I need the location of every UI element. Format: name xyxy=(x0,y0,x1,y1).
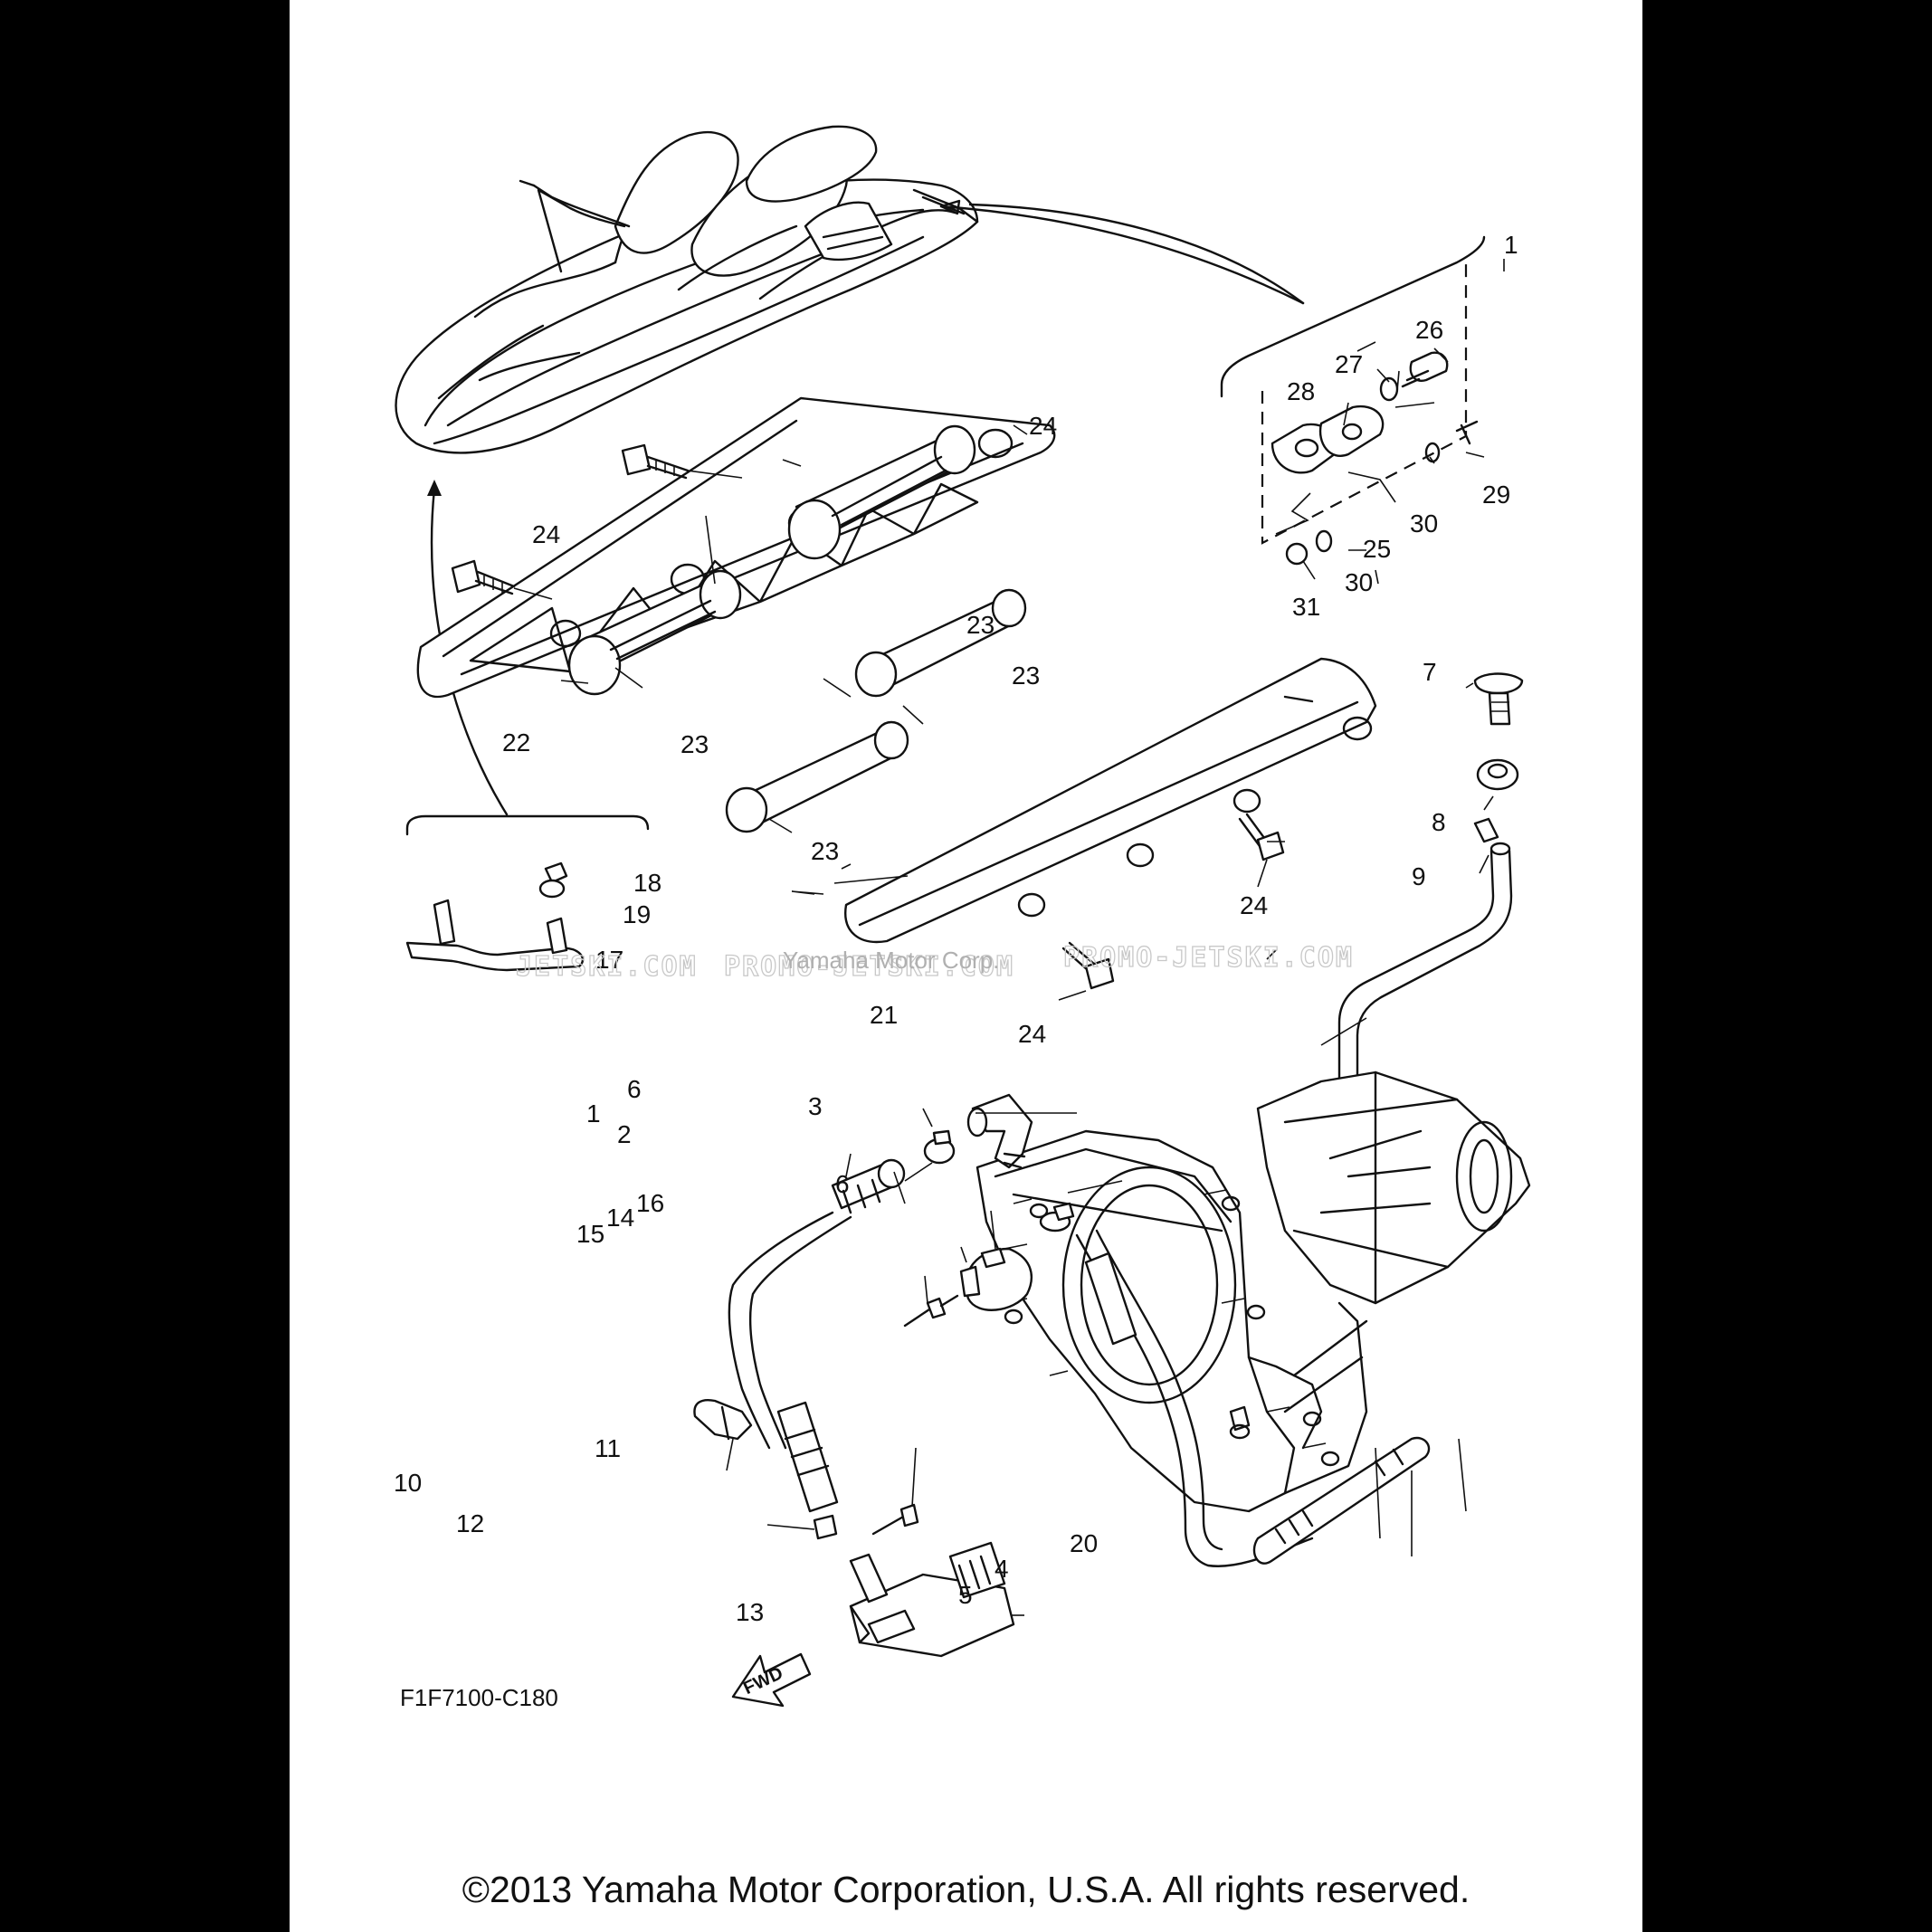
rivet-16 xyxy=(903,1294,959,1328)
drain-hose xyxy=(1337,849,1513,1101)
watermark-overlay: Yamaha Motor Corp. xyxy=(783,947,999,974)
callout-2: 2 xyxy=(617,1120,632,1148)
callout-31: 31 xyxy=(1292,593,1320,621)
engine-mount-23-b xyxy=(567,569,742,696)
callout-15: 14 xyxy=(606,1204,634,1232)
callout-27: 27 xyxy=(1335,350,1363,378)
callout-8: 8 xyxy=(1432,808,1446,836)
control-box-11 xyxy=(849,1541,1015,1658)
callout-23-c: 23 xyxy=(1012,661,1040,690)
sponson-21 xyxy=(844,657,1377,944)
hose-4-5 xyxy=(1252,1436,1431,1565)
callout-17: 16 xyxy=(636,1189,664,1217)
parts-diagram-sheet: FWD xyxy=(290,0,1642,1932)
callout-11: 13 xyxy=(736,1598,764,1626)
callout-24-d: 24 xyxy=(1018,1020,1046,1048)
engine-mount-23-a xyxy=(787,424,976,560)
callout-14: 20 xyxy=(1070,1529,1098,1557)
callout-6-b: 6 xyxy=(835,1170,850,1198)
watercraft-illustration xyxy=(395,125,979,454)
callout-4: 4 xyxy=(995,1555,1009,1583)
bolt-24-a xyxy=(621,443,690,480)
callout-22: 22 xyxy=(502,728,530,757)
callout-10: 10 xyxy=(394,1469,422,1497)
watermark-site-center: PROMO-JETSKI.COM xyxy=(724,951,1014,983)
callout-9: 9 xyxy=(1412,862,1426,890)
callout-19: 18 xyxy=(633,869,661,897)
callout-25: 25 xyxy=(1363,535,1391,563)
figure-code: F1F7100-C180 xyxy=(400,1684,558,1711)
copyright-notice: ©2013 Yamaha Motor Corporation, U.S.A. A… xyxy=(462,1869,1470,1910)
callout-leaders xyxy=(560,259,1505,1616)
hose-2 xyxy=(728,1211,852,1450)
callout-30-a: 30 xyxy=(1410,509,1438,538)
callout-21: 21 xyxy=(870,1001,898,1029)
callout-23-a: 23 xyxy=(966,611,995,639)
callout-7: 7 xyxy=(1423,658,1437,686)
watermark: JETSKI.COM PROMO-JETSKI.COM PROMO-JETSKI… xyxy=(515,941,1354,983)
fwd-arrow-icon: FWD xyxy=(731,1652,812,1708)
callout-24-c: 24 xyxy=(1240,891,1268,919)
callout-12: 11 xyxy=(595,1434,621,1462)
clamp-6-a xyxy=(923,1129,956,1165)
callout-23-d: 23 xyxy=(811,837,839,865)
clamp-6-b xyxy=(1039,1202,1075,1232)
watermark-site-right: PROMO-JETSKI.COM xyxy=(1063,942,1354,974)
callout-1-b: 1 xyxy=(586,1099,601,1128)
callout-6-a: 6 xyxy=(627,1075,642,1103)
jet-nozzle-housing xyxy=(1256,1071,1531,1305)
drain-detail-box xyxy=(1220,235,1486,566)
callout-3: 3 xyxy=(808,1092,823,1120)
callout-26: 26 xyxy=(1415,316,1443,344)
clip-13 xyxy=(813,1514,838,1540)
callout-5: 5 xyxy=(958,1581,973,1609)
callout-18: 17 xyxy=(595,946,623,974)
callout-24-b: 24 xyxy=(532,520,560,548)
callout-labels: 1 26 27 28 29 30 25 30 31 24 24 24 24 23… xyxy=(394,231,1518,1711)
engine-mount-23-c xyxy=(854,588,1027,698)
leader-to-detail xyxy=(939,205,1305,305)
callout-30-b: 30 xyxy=(1345,568,1373,596)
clamp-9 xyxy=(1473,817,1499,843)
callout-28: 28 xyxy=(1287,377,1315,405)
hose-connector xyxy=(776,1401,839,1513)
callout-16: 15 xyxy=(576,1220,604,1248)
watermark-site-left: JETSKI.COM xyxy=(516,951,698,983)
grommet-8 xyxy=(1476,758,1519,791)
callout-1: 1 xyxy=(1504,231,1518,259)
bolt-24-c xyxy=(1238,813,1285,861)
callout-24-a: 24 xyxy=(1029,412,1057,440)
bolt-24-d xyxy=(1061,941,1115,990)
hose-segment-dashed xyxy=(1084,1252,1137,1346)
bolt-24-b xyxy=(451,559,516,595)
drain-plug-7 xyxy=(1473,672,1524,726)
fitting-2-1 xyxy=(831,1158,906,1214)
engine-mount-23-d xyxy=(725,720,909,833)
elbow-3 xyxy=(966,1093,1033,1169)
callout-13: 12 xyxy=(456,1509,484,1537)
exploded-parts-diagram: FWD xyxy=(394,125,1531,1711)
callout-29: 29 xyxy=(1482,481,1510,509)
rivet-12 xyxy=(871,1503,919,1536)
grommet-10 xyxy=(693,1399,753,1441)
bracket-18-detail xyxy=(405,814,650,972)
clamp-15-17 xyxy=(959,1247,1033,1311)
callout-23-b: 23 xyxy=(680,730,709,758)
callout-20: 19 xyxy=(623,900,651,928)
